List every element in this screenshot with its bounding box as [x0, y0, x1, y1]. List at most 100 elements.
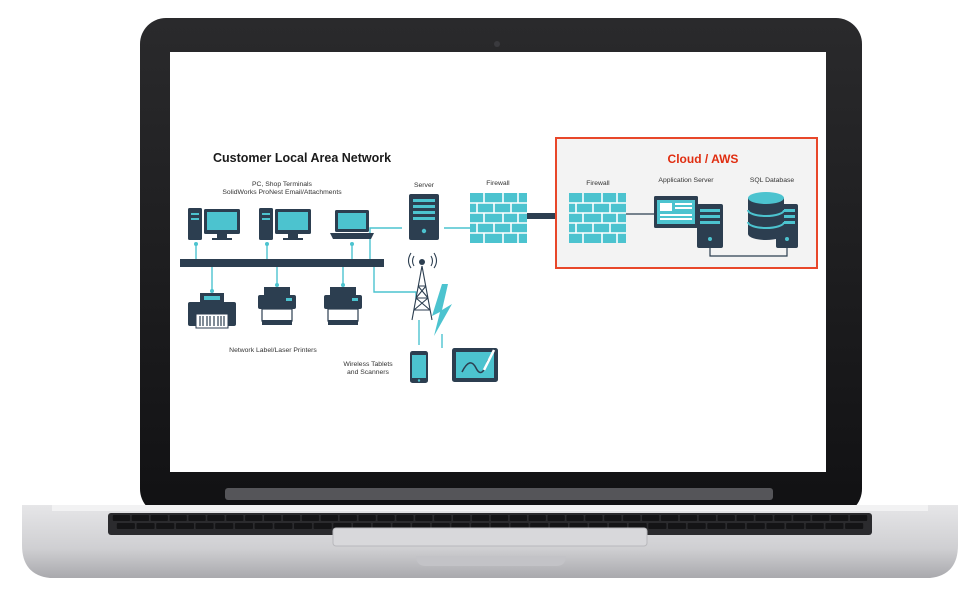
- cloud-title: Cloud / AWS: [668, 152, 739, 166]
- label-printer-icon: [188, 293, 236, 329]
- keyboard-key: [786, 523, 805, 529]
- keyboard-key: [131, 515, 149, 521]
- keyboard-key: [264, 515, 282, 521]
- keyboard-key: [396, 515, 414, 521]
- keyboard-key: [274, 523, 293, 529]
- connector-dots: [194, 242, 354, 293]
- keyboard-key: [226, 515, 244, 521]
- keyboard-key: [415, 515, 433, 521]
- keyboard-key: [698, 515, 716, 521]
- keyboard-key: [755, 515, 773, 521]
- keyboard-key: [812, 515, 830, 521]
- wireless-label-line1: Wireless Tablets: [343, 361, 393, 368]
- tablet-icon: [452, 348, 498, 382]
- keyboard-key: [746, 523, 765, 529]
- keyboard-key: [668, 523, 687, 529]
- pc-label-line2: SolidWorks ProNest Email/Attachments: [222, 189, 342, 196]
- keyboard-key: [604, 515, 622, 521]
- base-highlight: [52, 505, 928, 511]
- desktop-pc-2-icon: [259, 208, 311, 240]
- trackpad: [332, 527, 648, 547]
- sql-db-label: SQL Database: [750, 177, 795, 184]
- keyboard-key: [188, 515, 206, 521]
- server-icon: [409, 194, 439, 240]
- keyboard-key: [234, 523, 253, 529]
- keyboard-key: [136, 523, 155, 529]
- laser-printer-2-icon: [324, 287, 362, 325]
- printers-label: Network Label/Laser Printers: [229, 347, 317, 354]
- keyboard-key: [687, 523, 706, 529]
- network-bus: [180, 259, 384, 267]
- keyboard-key: [156, 523, 175, 529]
- cloud-firewall-label: Firewall: [586, 180, 610, 187]
- keyboard-key: [547, 515, 565, 521]
- keyboard-key: [471, 515, 490, 521]
- keyboard-key: [453, 515, 471, 521]
- keyboard-key: [849, 515, 868, 521]
- wan-link: [527, 213, 569, 219]
- keyboard-key: [585, 515, 603, 521]
- firewall-label: Firewall: [486, 180, 510, 187]
- keyboard-key: [490, 515, 509, 521]
- laptop-hinge: [225, 488, 773, 500]
- opening-notch: [416, 556, 566, 566]
- keyboard-key: [717, 515, 735, 521]
- keyboard-key: [642, 515, 660, 521]
- keyboard-key: [215, 523, 234, 529]
- keyboard-key: [294, 523, 313, 529]
- keyboard-key: [679, 515, 698, 521]
- keyboard-key: [528, 515, 546, 521]
- keyboard-key: [195, 523, 214, 529]
- keyboard-key: [434, 515, 452, 521]
- keyboard-key: [313, 523, 332, 529]
- app-server-label: Application Server: [658, 177, 714, 184]
- smartphone-icon: [410, 351, 428, 383]
- cloud-link-2: [709, 248, 788, 257]
- server-label: Server: [414, 182, 435, 189]
- keyboard-key: [660, 515, 679, 521]
- pc-label-line1: PC, Shop Terminals: [252, 181, 313, 188]
- keyboard-key: [339, 515, 357, 521]
- keyboard-key: [736, 515, 754, 521]
- keyboard-key: [301, 515, 320, 521]
- keyboard-key: [845, 523, 864, 529]
- keyboard-key: [805, 523, 824, 529]
- sql-database-icon: [747, 192, 798, 248]
- keyboard-key: [112, 515, 131, 521]
- desktop-pc-1-icon: [188, 208, 240, 240]
- application-server-icon: [654, 196, 723, 248]
- keyboard-key: [150, 515, 168, 521]
- keyboard-key: [825, 523, 844, 529]
- keyboard-key: [245, 515, 263, 521]
- laptop-icon: [330, 210, 374, 239]
- keyboard-key: [648, 523, 667, 529]
- keyboard-key: [169, 515, 187, 521]
- keyboard-key: [282, 515, 301, 521]
- keyboard-key: [774, 515, 792, 521]
- keyboard-key: [793, 515, 811, 521]
- keyboard-key: [727, 523, 746, 529]
- keyboard-key: [766, 523, 785, 529]
- wireless-tower-icon: [407, 252, 438, 321]
- keyboard-key: [207, 515, 225, 521]
- wireless-label-line2: and Scanners: [347, 369, 390, 376]
- keyboard-key: [377, 515, 395, 521]
- keyboard-key: [831, 515, 849, 521]
- lightning-icon: [432, 284, 452, 336]
- keyboard-key: [566, 515, 584, 521]
- laser-printer-1-icon: [258, 287, 296, 325]
- firewall-icon: [470, 193, 527, 243]
- keyboard-key: [707, 523, 726, 529]
- keyboard-key: [623, 515, 641, 521]
- keyboard-key: [320, 515, 338, 521]
- diagram-title: Customer Local Area Network: [213, 151, 391, 165]
- keyboard-key: [358, 515, 376, 521]
- cloud-firewall-icon: [569, 193, 626, 243]
- keyboard-key: [175, 523, 194, 529]
- camera-icon: [494, 41, 500, 47]
- keyboard-key: [254, 523, 273, 529]
- keyboard-key: [116, 523, 135, 529]
- keyboard-key: [509, 515, 527, 521]
